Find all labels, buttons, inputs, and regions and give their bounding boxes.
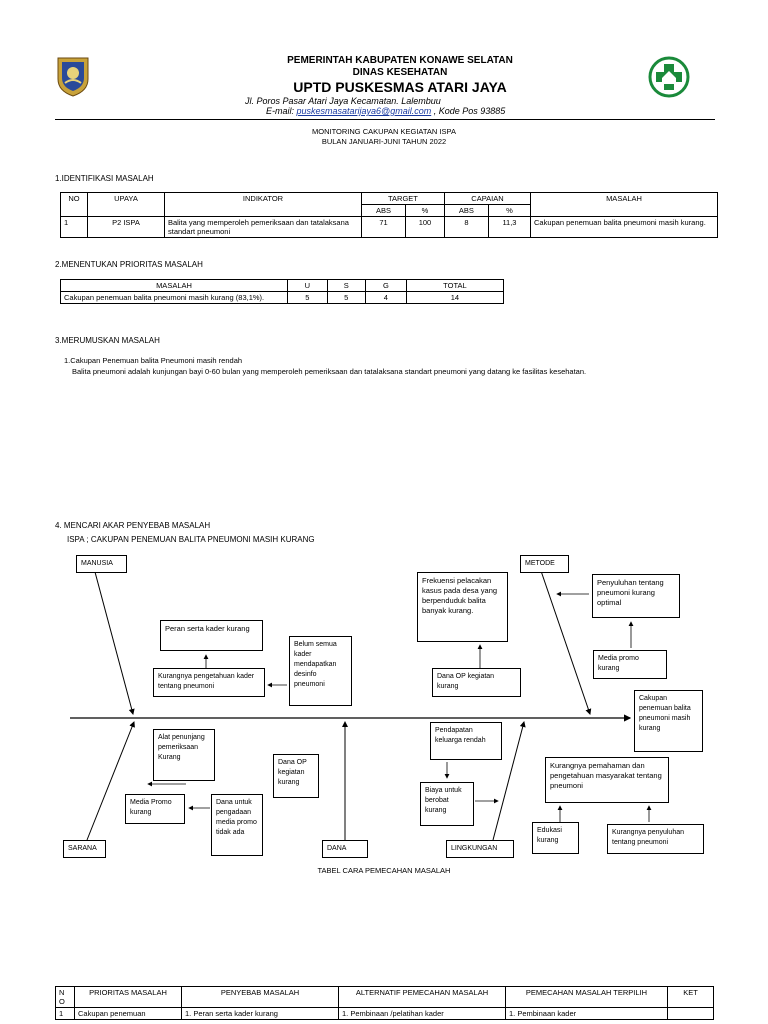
cell-s: 5 xyxy=(326,291,366,304)
category-dana: DANA xyxy=(322,840,368,858)
cause-kurang-penyuluhan: Kurangnya penyuluhan tentang pneumoni xyxy=(607,824,704,854)
table-caption: TABEL CARA PEMECAHAN MASALAH xyxy=(317,866,451,875)
header-line1: PEMERINTAH KABUPATEN KONAWE SELATAN xyxy=(287,55,513,66)
title-line2: BULAN JANUARI-JUNI TAHUN 2022 xyxy=(321,137,447,146)
cause-penyuluhan: Penyuluhan tentang pneumoni kurang optim… xyxy=(592,574,680,618)
th-b-prioritas: PRIORITAS MASALAH xyxy=(74,986,182,1008)
table-row: 1 P2 ISPA Balita yang memperoleh pemerik… xyxy=(60,216,718,238)
th-b-no: N O xyxy=(55,986,75,1008)
th-b-ket: KET xyxy=(667,986,714,1008)
section4-subheading: ISPA ; CAKUPAN PENEMUAN BALITA PNEUMONI … xyxy=(67,535,315,544)
regency-logo xyxy=(55,55,91,97)
section4-heading: 4. MENCARI AKAR PENYEBAB MASALAH xyxy=(55,521,211,530)
puskesmas-logo xyxy=(648,56,690,98)
table-row: 1 Cakupan penemuan 1. Peran serta kader … xyxy=(55,1007,714,1020)
cause-media-promo-kurang: Media promo kurang xyxy=(593,650,667,679)
th-indikator: INDIKATOR xyxy=(164,192,362,217)
cause-kurang-pengetahuan: Kurangnya pengetahuan kader tentang pneu… xyxy=(153,668,265,697)
cell-target-pct: 100 xyxy=(404,216,445,238)
cause-pendapatan: Pendapatan keluarga rendah xyxy=(430,722,502,760)
cell-no: 1 xyxy=(60,216,88,238)
email-prefix: E-mail: xyxy=(266,106,297,116)
section3-item: 1.Cakupan Penemuan balita Pneumoni masih… xyxy=(64,356,243,365)
cell-b-penyebab: 1. Peran serta kader kurang xyxy=(181,1007,339,1020)
category-metode: METODE xyxy=(520,555,569,573)
category-manusia: MANUSIA xyxy=(76,555,127,573)
cause-alat: Alat penunjang pemeriksaan Kurang xyxy=(153,729,215,781)
table-row: Cakupan penemuan balita pneumoni masih k… xyxy=(60,291,505,304)
cause-peran-serta: Peran serta kader kurang xyxy=(160,620,263,651)
cause-dana-op-kegiatan: Dana OP kegiatan kurang xyxy=(432,668,521,697)
section2-heading: 2.MENENTUKAN PRIORITAS MASALAH xyxy=(55,260,203,269)
cell-indikator: Balita yang memperoleh pemeriksaan dan t… xyxy=(164,216,362,238)
header-address: Jl. Poros Pasar Atari Jaya Kecamatan. La… xyxy=(245,96,441,106)
cell-b-alternatif: 1. Pembinaan /pelatihan kader xyxy=(338,1007,506,1020)
th-b-penyebab: PENYEBAB MASALAH xyxy=(181,986,339,1008)
th-b-alternatif: ALTERNATIF PEMECAHAN MASALAH xyxy=(338,986,506,1008)
cell-capaian-pct: 11,3 xyxy=(487,216,532,238)
cause-pemahaman: Kurangnya pemahaman dan pengetahuan masy… xyxy=(545,757,669,803)
cell-masalah: Cakupan penemuan balita pneumoni masih k… xyxy=(530,216,718,238)
cause-dana-untuk: Dana untuk pengadaan media promo tidak a… xyxy=(211,794,263,856)
title-line1: MONITORING CAKUPAN KEGIATAN ISPA xyxy=(312,127,456,136)
cell-b-ket xyxy=(667,1007,714,1020)
cause-dana-op: Dana OP kegiatan kurang xyxy=(273,754,319,798)
cell-total: 14 xyxy=(405,291,505,304)
th-b-terpilih: PEMECAHAN MASALAH TERPILIH xyxy=(505,986,668,1008)
header-line3: UPTD PUSKESMAS ATARI JAYA xyxy=(293,79,507,95)
cause-frekuensi: Frekuensi pelacakan kasus pada desa yang… xyxy=(417,572,508,642)
prioritas-table: MASALAH U S G TOTAL Cakupan penemuan bal… xyxy=(60,279,505,304)
section3-desc: Balita pneumoni adalah kunjungan bayi 0-… xyxy=(72,367,587,376)
cell-g: 4 xyxy=(364,291,407,304)
header-divider xyxy=(55,119,715,120)
email-link[interactable]: puskesmasatarijaya6@gmail.com xyxy=(296,106,432,116)
cause-edukasi: Edukasi kurang xyxy=(532,822,579,854)
cell-b-terpilih: 1. Pembinaan kader xyxy=(505,1007,668,1020)
category-sarana: SARANA xyxy=(63,840,106,858)
th-masalah: MASALAH xyxy=(530,192,718,217)
cell-b-prioritas: Cakupan penemuan xyxy=(74,1007,182,1020)
email-suffix: , Kode Pos 93885 xyxy=(431,106,506,116)
cause-belum-semua: Belum semua kader mendapatkan desinfo pn… xyxy=(289,636,352,706)
header-line2: DINAS KESEHATAN xyxy=(352,67,448,78)
cell-p-masalah: Cakupan penemuan balita pneumoni masih k… xyxy=(60,291,288,304)
pemecahan-table: N O PRIORITAS MASALAH PENYEBAB MASALAH A… xyxy=(55,986,714,1020)
section3-heading: 3.MERUMUSKAN MASALAH xyxy=(55,336,160,345)
cell-upaya: P2 ISPA xyxy=(87,216,165,238)
cause-biaya: Biaya untuk berobat kurang xyxy=(420,782,474,826)
identifikasi-table: NO UPAYA INDIKATOR TARGET CAPAIAN MASALA… xyxy=(60,192,718,238)
category-lingkungan: LINGKUNGAN xyxy=(446,840,514,858)
header-email-line: E-mail: puskesmasatarijaya6@gmail.com , … xyxy=(266,106,626,116)
effect-box: Cakupan penemuan balita pneumoni masih k… xyxy=(634,690,703,752)
section1-heading: 1.IDENTIFIKASI MASALAH xyxy=(55,174,154,183)
cause-media-promo2: Media Promo kurang xyxy=(125,794,185,824)
cell-b-no: 1 xyxy=(55,1007,75,1020)
